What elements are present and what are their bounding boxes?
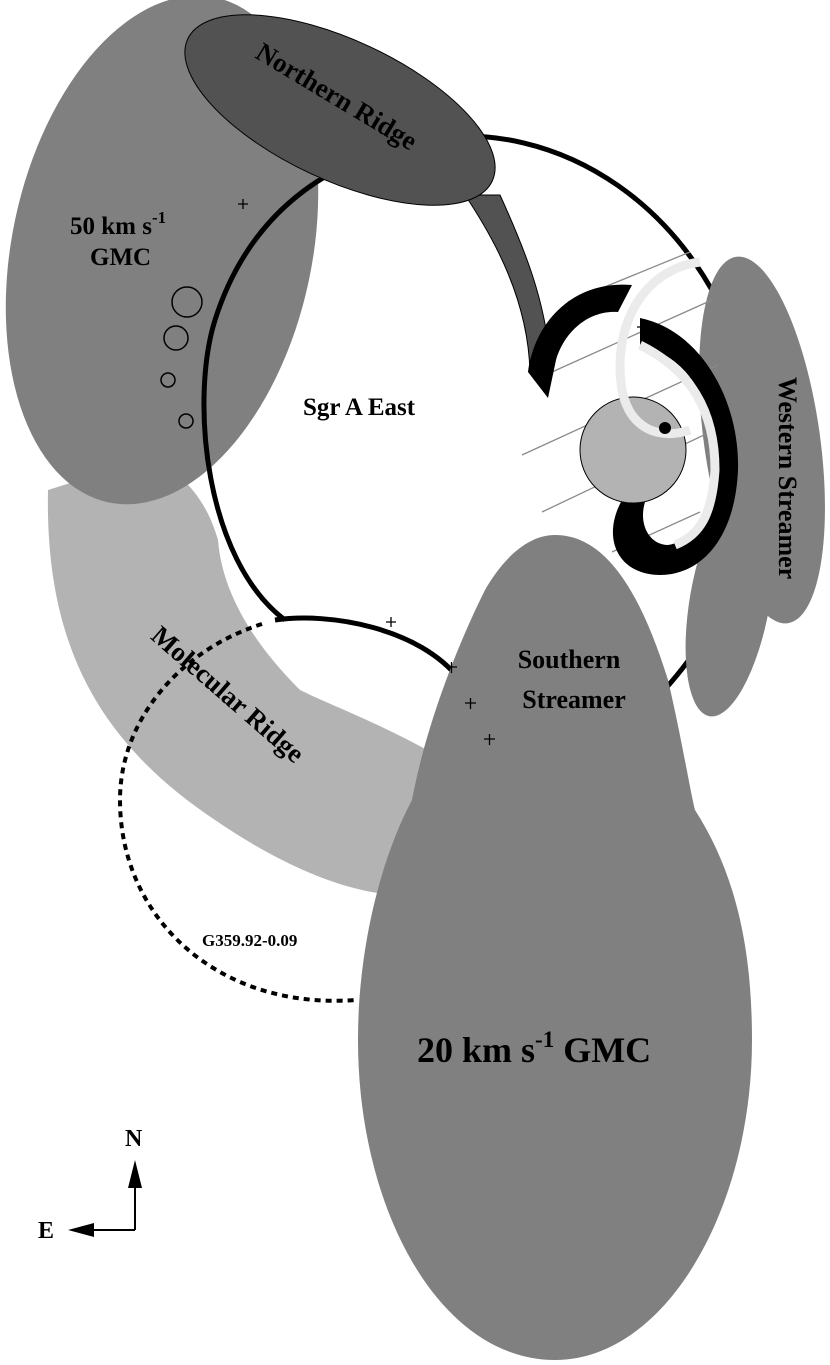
gmc-20-label-main: 20 km s xyxy=(417,1030,535,1070)
gmc-50-label-main: 50 km s xyxy=(70,213,152,240)
gmc-20-label: 20 km s-1 GMC xyxy=(417,1027,651,1070)
compass-e-label: E xyxy=(38,1218,54,1244)
compass: N E xyxy=(38,1126,143,1244)
gmc-20-label-superscript: -1 xyxy=(535,1027,554,1052)
compass-east-arrowhead xyxy=(68,1223,94,1237)
gmc-50-label: 50 km s-1 xyxy=(70,208,166,240)
gmc-50-label-line2: GMC xyxy=(90,244,151,271)
gmc-20-label-gmc: GMC xyxy=(554,1030,651,1070)
gmc-50-label-superscript: -1 xyxy=(152,208,166,227)
cross-marker xyxy=(386,617,396,627)
hii-region-circle xyxy=(163,325,189,351)
hii-regions xyxy=(160,286,203,429)
compass-n-label: N xyxy=(125,1126,143,1152)
compass-north-arrowhead xyxy=(128,1160,142,1188)
cross-marker xyxy=(484,734,495,745)
hii-region-circle xyxy=(171,286,203,318)
gmc-20-cloud xyxy=(358,535,752,1360)
western-streamer-label: Western Streamer xyxy=(773,377,802,579)
hii-region-circle xyxy=(160,372,176,388)
g359-label: G359.92-0.09 xyxy=(202,931,297,950)
southern-streamer-label-line1: Southern xyxy=(518,645,621,674)
cross-markers xyxy=(238,199,648,745)
molecular-ridge xyxy=(47,458,446,896)
cross-marker xyxy=(238,199,248,209)
g359-shell xyxy=(117,615,462,1003)
southern-streamer-label-line2: Streamer xyxy=(522,685,625,714)
sgr-a-east-label: Sgr A East xyxy=(303,394,416,421)
mini-spiral xyxy=(528,257,739,575)
cross-marker xyxy=(637,322,648,333)
cross-marker xyxy=(465,698,476,709)
hii-region-circle xyxy=(178,413,194,429)
western-streamer xyxy=(685,256,825,717)
cross-marker xyxy=(446,662,457,673)
